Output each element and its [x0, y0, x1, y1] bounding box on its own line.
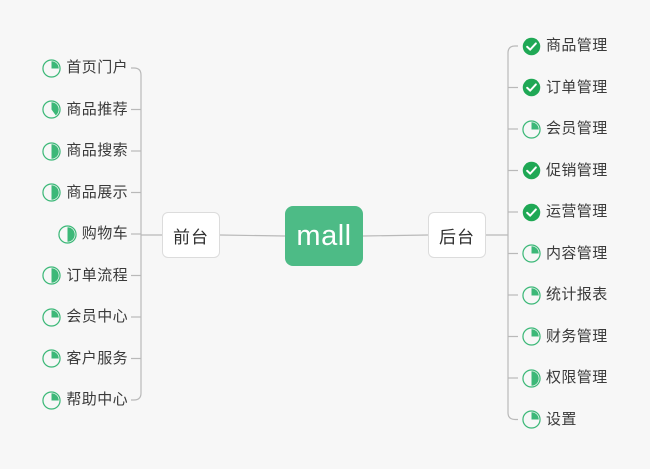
- pie-progress-icon: [522, 368, 541, 388]
- branch-node-front[interactable]: 前台: [162, 212, 220, 258]
- leaf-item-label: 订单流程: [66, 266, 128, 284]
- leaf-item-label: 促销管理: [546, 161, 608, 179]
- leaf-item-label: 商品搜索: [66, 142, 128, 159]
- leaf-item-label: 商品推荐: [66, 100, 128, 118]
- pie-progress-icon: [42, 266, 62, 285]
- pie-progress-icon: [522, 285, 541, 305]
- leaf-item-label: 权限管理: [546, 369, 608, 386]
- pie-progress-icon: [42, 307, 62, 327]
- leaf-item[interactable]: 商品推荐: [42, 97, 128, 123]
- leaf-item[interactable]: 商品搜索: [42, 138, 128, 164]
- leaf-item[interactable]: 会员管理: [522, 116, 608, 142]
- pie-progress-icon: [42, 307, 62, 327]
- pie-progress-icon: [522, 327, 541, 346]
- leaf-item[interactable]: 订单流程: [42, 263, 128, 289]
- pie-progress-icon: [42, 349, 62, 368]
- leaf-item-label: 商品管理: [546, 37, 608, 54]
- check-circle-icon: [522, 161, 541, 180]
- check-circle-icon: [522, 78, 541, 97]
- pie-progress-icon: [522, 368, 541, 388]
- leaf-item-label: 帮助中心: [66, 391, 128, 408]
- leaf-item[interactable]: 首页门户: [42, 55, 128, 81]
- leaf-item[interactable]: 统计报表: [522, 282, 608, 308]
- leaf-item[interactable]: 运营管理: [522, 199, 608, 225]
- pie-progress-icon: [42, 141, 62, 161]
- leaf-item[interactable]: 客户服务: [42, 346, 128, 372]
- pie-progress-icon: [522, 410, 541, 429]
- pie-progress-icon: [42, 390, 62, 410]
- check-circle-icon: [522, 78, 541, 97]
- leaf-item-label: 商品展示: [66, 183, 128, 201]
- leaf-item-label: 设置: [546, 410, 577, 428]
- leaf-item[interactable]: 会员中心: [42, 304, 128, 330]
- pie-progress-icon: [58, 224, 77, 244]
- leaf-item-label: 首页门户: [66, 59, 128, 76]
- leaf-item-label: 购物车: [81, 225, 128, 242]
- pie-progress-icon: [42, 100, 62, 119]
- branch-node-admin[interactable]: 后台: [428, 212, 486, 258]
- pie-progress-icon: [522, 119, 541, 139]
- leaf-item-label: 客户服务: [66, 349, 128, 367]
- pie-progress-icon: [522, 244, 541, 263]
- pie-progress-icon: [42, 100, 62, 119]
- leaf-item[interactable]: 设置: [522, 407, 577, 433]
- leaf-item[interactable]: 订单管理: [522, 75, 608, 101]
- leaf-item[interactable]: 购物车: [58, 221, 128, 247]
- check-circle-icon: [522, 37, 541, 56]
- pie-progress-icon: [58, 224, 77, 244]
- leaf-item[interactable]: 财务管理: [522, 324, 608, 350]
- pie-progress-icon: [522, 410, 541, 429]
- pie-progress-icon: [42, 183, 62, 202]
- leaf-item[interactable]: 商品展示: [42, 180, 128, 206]
- leaf-item[interactable]: 内容管理: [522, 241, 608, 267]
- pie-progress-icon: [42, 349, 62, 368]
- leaf-item[interactable]: 商品管理: [522, 33, 608, 59]
- check-circle-icon: [522, 203, 541, 222]
- check-circle-icon: [522, 161, 541, 180]
- leaf-item[interactable]: 促销管理: [522, 158, 608, 184]
- pie-progress-icon: [522, 285, 541, 305]
- leaf-item-label: 财务管理: [546, 327, 608, 345]
- check-circle-icon: [522, 203, 541, 221]
- leaf-item[interactable]: 权限管理: [522, 365, 608, 391]
- pie-progress-icon: [42, 141, 62, 161]
- leaf-item-label: 内容管理: [546, 244, 608, 262]
- leaf-item-label: 运营管理: [546, 203, 608, 220]
- pie-progress-icon: [42, 266, 62, 285]
- pie-progress-icon: [522, 327, 541, 346]
- leaf-item-label: 统计报表: [546, 286, 608, 303]
- check-circle-icon: [522, 37, 541, 55]
- root-node-mall[interactable]: mall: [285, 206, 363, 266]
- leaf-item[interactable]: 帮助中心: [42, 387, 128, 413]
- pie-progress-icon: [42, 58, 62, 78]
- pie-progress-icon: [42, 58, 62, 78]
- leaf-item-label: 会员中心: [66, 308, 128, 325]
- pie-progress-icon: [42, 390, 62, 410]
- pie-progress-icon: [522, 119, 541, 139]
- pie-progress-icon: [42, 183, 62, 202]
- leaf-item-label: 会员管理: [546, 120, 608, 137]
- leaf-item-label: 订单管理: [546, 78, 608, 96]
- pie-progress-icon: [522, 244, 541, 263]
